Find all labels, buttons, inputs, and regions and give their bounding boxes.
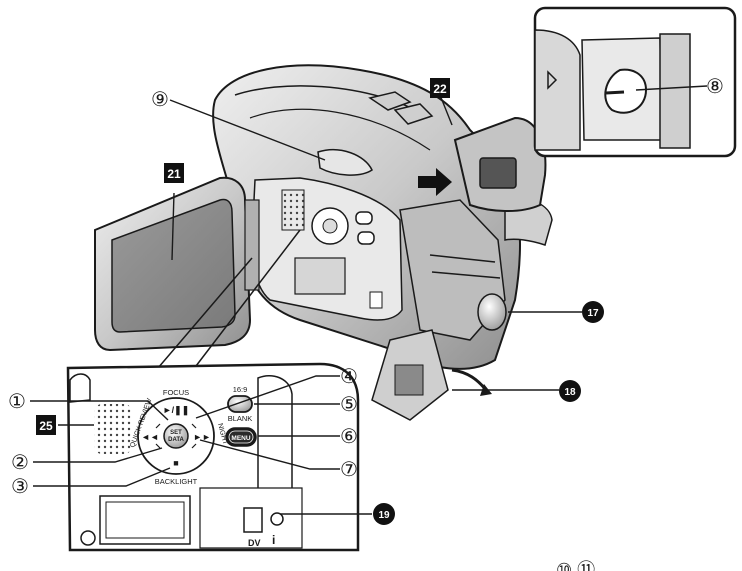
badge-18-text: 18	[564, 387, 576, 398]
callout-5: ⑤	[340, 394, 358, 416]
callout-8: ⑧	[706, 76, 724, 98]
callout-7: ⑦	[340, 459, 358, 481]
lcd-monitor[interactable]	[94, 176, 260, 352]
leader-lines	[30, 85, 708, 515]
camcorder-body	[212, 64, 553, 421]
blank-button[interactable]	[227, 395, 253, 413]
badge-17-text: 17	[587, 308, 599, 319]
info-label: i	[272, 533, 275, 547]
speaker-slot	[317, 148, 373, 176]
badge-22-text: 22	[433, 82, 447, 96]
callouts: ⑨ ⑧ ① ② ③ ④ ⑤ ⑥ ⑦ 21 22 25 17 18 19 ⑩ ⑪	[8, 76, 724, 571]
viewfinder-inset	[533, 6, 737, 158]
blank-label: BLANK	[228, 414, 253, 423]
menu-label: MENU	[231, 435, 250, 442]
callout-2: ②	[11, 452, 29, 474]
badge-25	[36, 415, 56, 435]
callout-3: ③	[11, 476, 29, 498]
badge-19	[373, 503, 395, 525]
dv-label: DV	[248, 538, 261, 548]
diopter-knob[interactable]	[604, 68, 648, 114]
rewind-button[interactable]: ◄◄	[141, 432, 159, 442]
badge-22	[430, 78, 450, 98]
dv-jack[interactable]	[243, 507, 263, 533]
badge-25-text: 25	[39, 419, 53, 433]
aspect-label: 16:9	[233, 385, 248, 394]
backlight-label: BACKLIGHT	[155, 477, 198, 486]
card-slot	[257, 374, 293, 493]
fast-forward-button[interactable]: ►►	[193, 432, 211, 442]
badge-21	[164, 163, 184, 183]
callout-4: ④	[340, 366, 358, 388]
badge-21-text: 21	[167, 167, 181, 181]
set-data-label-1: SET	[170, 430, 182, 436]
badge-18	[559, 380, 581, 402]
set-data-button[interactable]	[163, 423, 189, 449]
speaker-grille	[94, 404, 132, 454]
page-refs: ⑩ ⑪	[556, 560, 595, 571]
pull-arrow	[418, 168, 452, 196]
control-panel-detail: DV i SET DATA ►/❚❚ ◄◄ ►► ■ FOCUS QUICK R…	[66, 362, 360, 552]
callout-1: ①	[8, 391, 26, 413]
badge-17	[582, 301, 604, 323]
lcd-screen	[111, 198, 236, 333]
lens-cover-knob[interactable]	[477, 293, 507, 331]
stop-button[interactable]: ■	[173, 458, 178, 468]
focus-label: FOCUS	[163, 388, 189, 397]
set-data-label-2: DATA	[168, 437, 184, 443]
zoom-lever[interactable]	[368, 91, 412, 111]
callout-9: ⑨	[151, 89, 169, 111]
play-pause-button[interactable]: ►/❚❚	[163, 405, 190, 416]
callout-6: ⑥	[340, 426, 358, 448]
badge-19-text: 19	[378, 510, 390, 521]
